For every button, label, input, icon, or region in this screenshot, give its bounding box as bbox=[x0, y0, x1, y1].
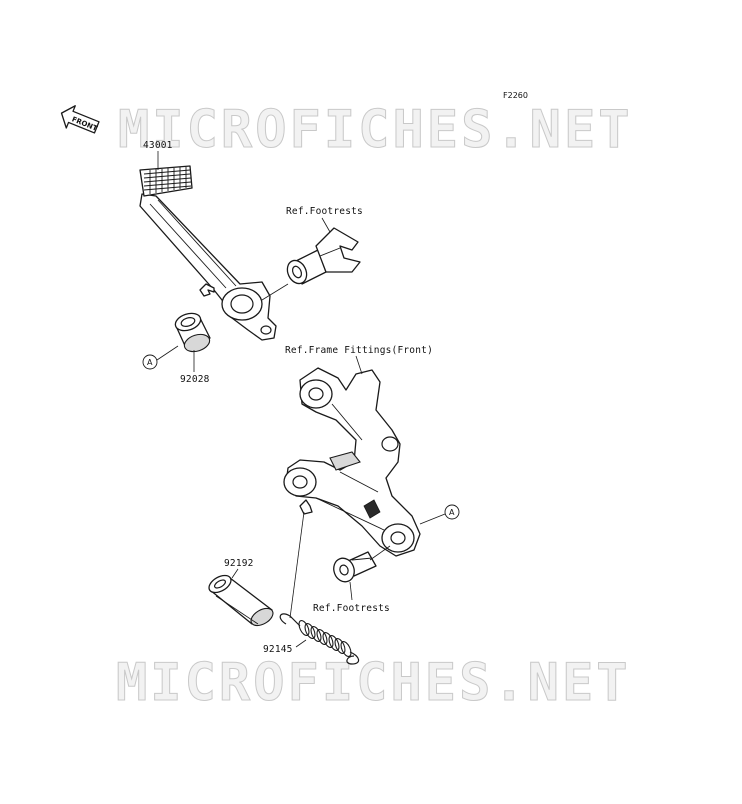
figure-code: F2260 bbox=[503, 91, 528, 100]
leader-pivot-axis bbox=[261, 283, 289, 301]
leader-ref-footrests-top bbox=[321, 217, 331, 233]
marker-a-right bbox=[444, 504, 460, 520]
ref-frame-fittings: Ref.Frame Fittings(Front) bbox=[285, 345, 433, 356]
brake-pedal-part bbox=[139, 165, 277, 341]
pedal-pad-ribs bbox=[143, 167, 192, 194]
marker-a-left-label: A bbox=[147, 358, 153, 367]
part-number-pedal: 43001 bbox=[143, 140, 173, 151]
part-number-sleeve: 92192 bbox=[224, 558, 254, 569]
marker-a-left bbox=[142, 354, 158, 370]
leader-marker-a-right bbox=[419, 513, 446, 525]
mounting-bolt-part bbox=[333, 551, 377, 583]
sleeve-part bbox=[208, 574, 274, 627]
leader-spring bbox=[295, 639, 307, 648]
front-direction-arrow-icon: FRONT bbox=[60, 105, 100, 134]
ref-footrests-bottom: Ref.Footrests bbox=[313, 603, 390, 614]
part-number-collar: 92028 bbox=[180, 374, 210, 385]
ref-footrests-top: Ref.Footrests bbox=[286, 206, 363, 217]
watermark-top: MICROFICHES.NET bbox=[118, 100, 633, 160]
spring-coils bbox=[298, 620, 352, 657]
footrest-bracket-part bbox=[283, 367, 421, 557]
footrest-stub-part bbox=[286, 227, 361, 285]
leader-spring-to-bracket bbox=[289, 511, 305, 619]
marker-a-right-label: A bbox=[449, 508, 455, 517]
leader-ref-footrests-bottom bbox=[349, 581, 353, 601]
leader-marker-a-left bbox=[156, 345, 179, 361]
leader-sleeve bbox=[231, 568, 239, 579]
collar-part bbox=[174, 312, 211, 353]
leader-bolt-axis bbox=[369, 545, 391, 561]
leader-ref-frame-fittings bbox=[355, 355, 363, 375]
part-number-spring: 92145 bbox=[263, 644, 293, 655]
watermark-bottom: MICROFICHES.NET bbox=[116, 653, 631, 713]
